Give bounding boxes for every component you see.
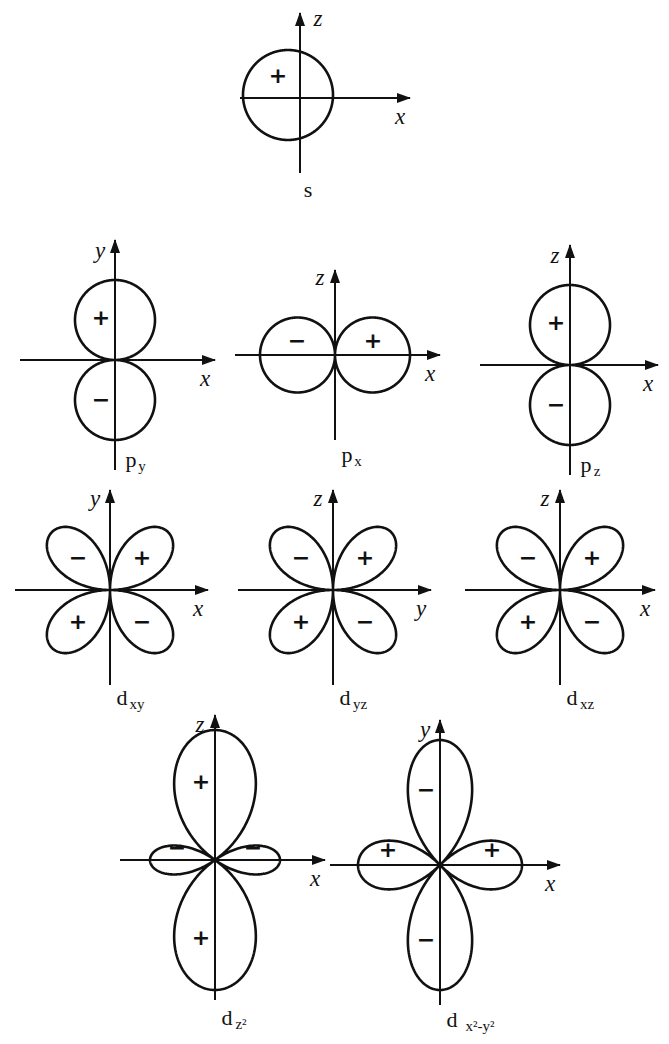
axis-line: [109, 490, 111, 685]
sign-label: +: [192, 927, 210, 949]
sign-label: −: [133, 611, 151, 633]
orbital-name: p: [342, 444, 353, 466]
axis-label: x: [425, 362, 435, 385]
axis-line: [15, 589, 208, 591]
axis-line: [334, 270, 336, 440]
sign-label: +: [519, 611, 537, 633]
orbital-subscript: z: [594, 464, 601, 479]
orbital-name: s: [304, 179, 313, 201]
axis-line: [332, 490, 334, 685]
sign-label: −: [417, 779, 435, 801]
axis-label: y: [416, 597, 426, 620]
orbital-name: d: [447, 1009, 458, 1031]
axis-line: [114, 240, 116, 470]
orbital-outline: [243, 50, 333, 140]
axis-label: y: [420, 718, 430, 741]
axis-line: [299, 13, 301, 173]
axis-line: [235, 354, 440, 356]
sign-label: −: [69, 547, 87, 569]
sign-label: +: [583, 547, 601, 569]
axis-line: [120, 859, 325, 861]
sign-label: +: [356, 547, 374, 569]
axis-line: [439, 720, 441, 1005]
orbital-subscript: y: [138, 459, 146, 474]
axis-label: z: [314, 7, 323, 30]
axis-label: y: [90, 487, 100, 510]
sign-label: +: [269, 65, 287, 87]
axis-line: [240, 97, 410, 99]
axis-line: [20, 359, 215, 361]
orbital-name: d: [340, 687, 351, 709]
axis-label: x: [643, 372, 653, 395]
sign-label: +: [133, 547, 151, 569]
orbital-name: d: [117, 687, 128, 709]
axis-line: [238, 589, 431, 591]
sign-label: +: [379, 839, 397, 861]
orbital-subscript: yz: [353, 697, 367, 712]
axis-label: x: [200, 367, 210, 390]
sign-label: −: [417, 929, 435, 951]
orbital-subscript: xz: [580, 697, 594, 712]
sign-label: −: [292, 547, 310, 569]
axis-label: x: [395, 105, 405, 128]
sign-label: −: [244, 837, 262, 859]
sign-label: +: [364, 330, 382, 352]
axis-label: y: [95, 239, 105, 262]
axis-label: x: [310, 867, 320, 890]
axis-line: [330, 864, 560, 866]
sign-label: +: [547, 312, 565, 334]
orbital-name: p: [126, 449, 137, 471]
axis-label: x: [545, 872, 555, 895]
orbital-name: d: [222, 1007, 233, 1029]
sign-label: +: [483, 839, 501, 861]
axis-line: [214, 715, 216, 1000]
sign-label: −: [92, 389, 110, 411]
sign-label: +: [292, 611, 310, 633]
sign-label: +: [192, 771, 210, 793]
orbital-subscript: x: [354, 454, 362, 469]
sign-label: −: [547, 394, 565, 416]
sign-label: −: [519, 547, 537, 569]
axis-label: z: [314, 487, 323, 510]
axis-label: z: [316, 266, 325, 289]
orbital-name: p: [581, 454, 592, 476]
axis-line: [559, 490, 561, 685]
sign-label: −: [288, 330, 306, 352]
sign-label: −: [168, 837, 186, 859]
sign-label: −: [356, 611, 374, 633]
axis-label: z: [551, 244, 560, 267]
axis-label: x: [640, 597, 650, 620]
orbital-subscript: x²-y²: [466, 1019, 495, 1034]
axis-label: z: [196, 713, 205, 736]
sign-label: +: [92, 307, 110, 329]
orbital-subscript: z²: [235, 1017, 246, 1032]
orbital-name: d: [567, 687, 578, 709]
axis-label: x: [193, 597, 203, 620]
orbital-subscript: xy: [130, 697, 145, 712]
sign-label: +: [69, 611, 87, 633]
sign-label: −: [583, 611, 601, 633]
axis-label: z: [541, 487, 550, 510]
axis-line: [569, 245, 571, 475]
